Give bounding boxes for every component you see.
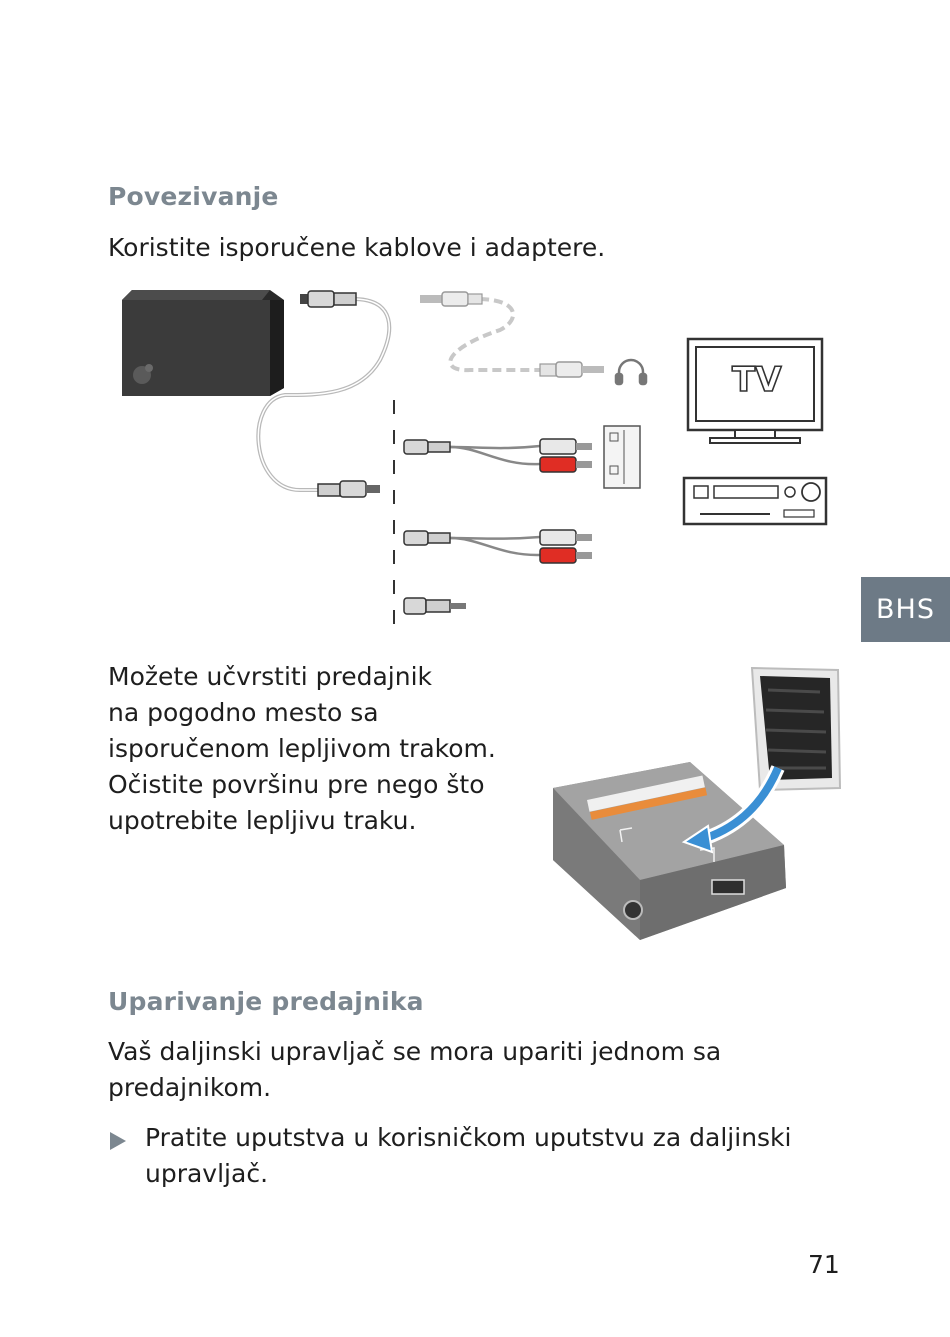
tv-icon: [686, 337, 824, 444]
mount-line-4: Očistite površinu pre nego što: [108, 770, 485, 799]
jack-plug-icon: [539, 361, 604, 378]
arrow-icon: [681, 765, 785, 854]
pairing-text-line-2: predajnikom.: [108, 1073, 272, 1102]
connection-instruction: Koristite isporučene kablove i adaptere.: [108, 233, 606, 262]
language-tab: BHS: [861, 577, 950, 642]
bullet-arrow-icon: [110, 1132, 126, 1150]
rca-plug-red-icon: [539, 456, 592, 473]
jack-plug-icon: [317, 480, 380, 498]
page-number: 71: [808, 1250, 840, 1279]
jack-plug-icon: [300, 290, 357, 308]
jack-plug-icon: [403, 530, 451, 546]
scart-adapter-icon: [603, 425, 641, 489]
av-receiver-icon: [682, 476, 828, 526]
jack-plug-icon: [420, 291, 483, 307]
section-title-uparivanje: Uparivanje predajnika: [108, 987, 424, 1016]
jack-plug-icon: [403, 439, 451, 455]
rca-plug-white-icon: [539, 529, 592, 546]
mount-line-1: Možete učvrstiti predajnik: [108, 662, 433, 691]
mount-line-3: isporučenom lepljivom trakom.: [108, 734, 496, 763]
transmitter-back-icon: [553, 762, 786, 940]
mount-line-2: na pogodno mesto sa: [108, 698, 379, 727]
adhesive-pad-icon: [750, 666, 842, 792]
tv-label: TV: [732, 360, 782, 400]
rca-plug-red-icon: [539, 547, 592, 564]
headphones-icon: [614, 358, 648, 386]
pairing-text-line-1: Vaš daljinski upravljač se mora upariti …: [108, 1037, 722, 1066]
section-title-povezivanje: Povezivanje: [108, 182, 279, 211]
bullet-line-1: Pratite uputstva u korisničkom uputstvu …: [145, 1123, 792, 1152]
mount-line-5: upotrebite lepljivu traku.: [108, 806, 417, 835]
rca-plug-white-icon: [539, 438, 592, 455]
transmitter-box-icon: [122, 290, 284, 396]
jack-adapter-icon: [403, 597, 466, 615]
bullet-line-2: upravljač.: [145, 1159, 269, 1188]
